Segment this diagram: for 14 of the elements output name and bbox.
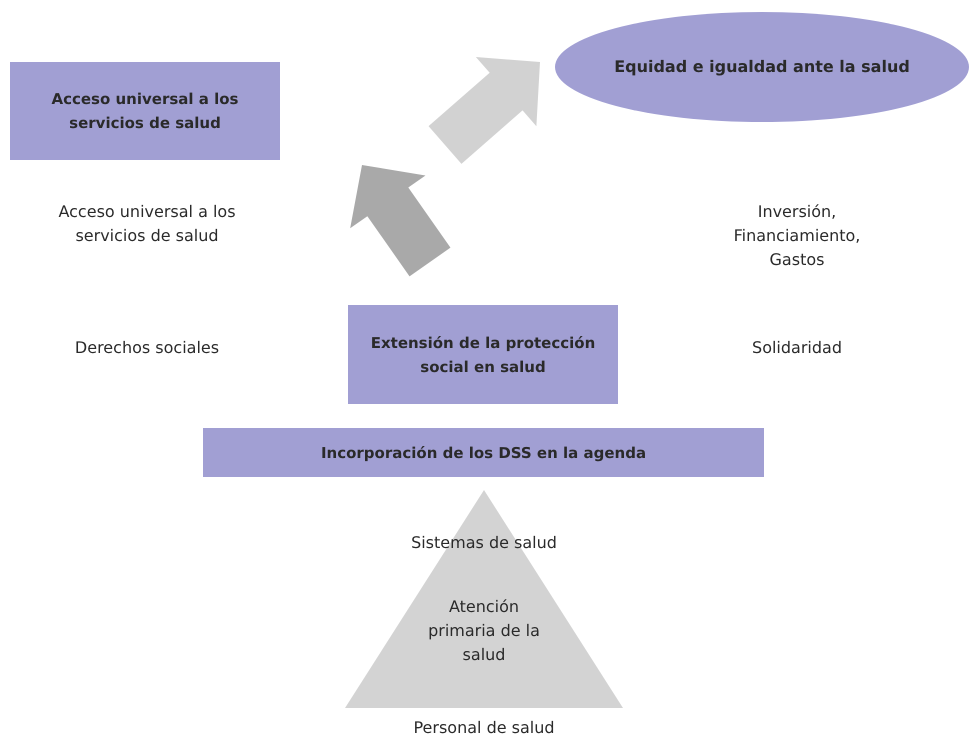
node-text: Incorporación de los DSS en la agenda xyxy=(320,442,646,464)
label-text: Acceso universal a los servicios de salud xyxy=(57,201,237,247)
label-text: Sistemas de salud xyxy=(411,532,557,554)
label-text: Personal de salud xyxy=(413,717,555,738)
label-text: Solidaridad xyxy=(752,337,842,359)
label-box xyxy=(10,62,280,160)
node-text: Atención primaria de la salud xyxy=(427,596,541,666)
label-text: Inversión, Financiamiento, Gastos xyxy=(732,201,862,271)
label-text: Derechos sociales xyxy=(74,337,220,359)
node-text: Extensión de la protección social en salud xyxy=(370,332,596,378)
label-box xyxy=(348,305,618,404)
node-text: Acceso universal a los servicios de salud xyxy=(50,89,240,134)
node-text: Equidad e igualdad ante la salud xyxy=(614,56,910,78)
banner-bar xyxy=(203,428,764,477)
